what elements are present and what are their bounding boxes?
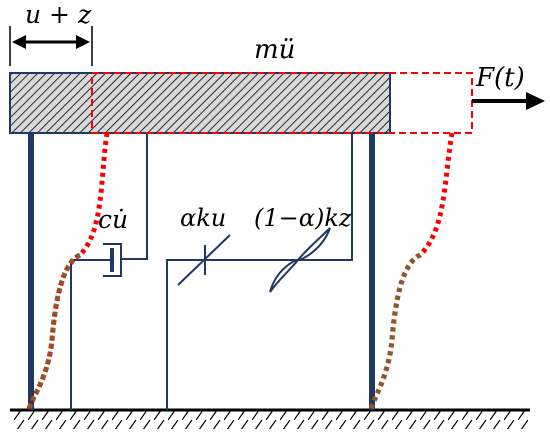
- damper-branch: [70, 133, 148, 410]
- force-label: F(t): [475, 63, 525, 93]
- spring-branch: [166, 133, 353, 410]
- damper-label: cu̇: [98, 205, 128, 234]
- force-arrow: [472, 92, 545, 110]
- deformed-left-column: [26, 132, 110, 411]
- linear-spring-label: αku: [180, 204, 226, 232]
- deformed-right-column: [368, 132, 455, 411]
- displacement-label: u + z: [25, 0, 92, 29]
- displacement-dimension: [9, 26, 93, 66]
- mass-block: [9, 72, 391, 134]
- inertia-label: mü: [254, 35, 295, 65]
- hysteretic-element: [269, 227, 331, 293]
- hysteretic-spring-label: (1−α)kz: [254, 204, 352, 232]
- ground: [10, 408, 530, 429]
